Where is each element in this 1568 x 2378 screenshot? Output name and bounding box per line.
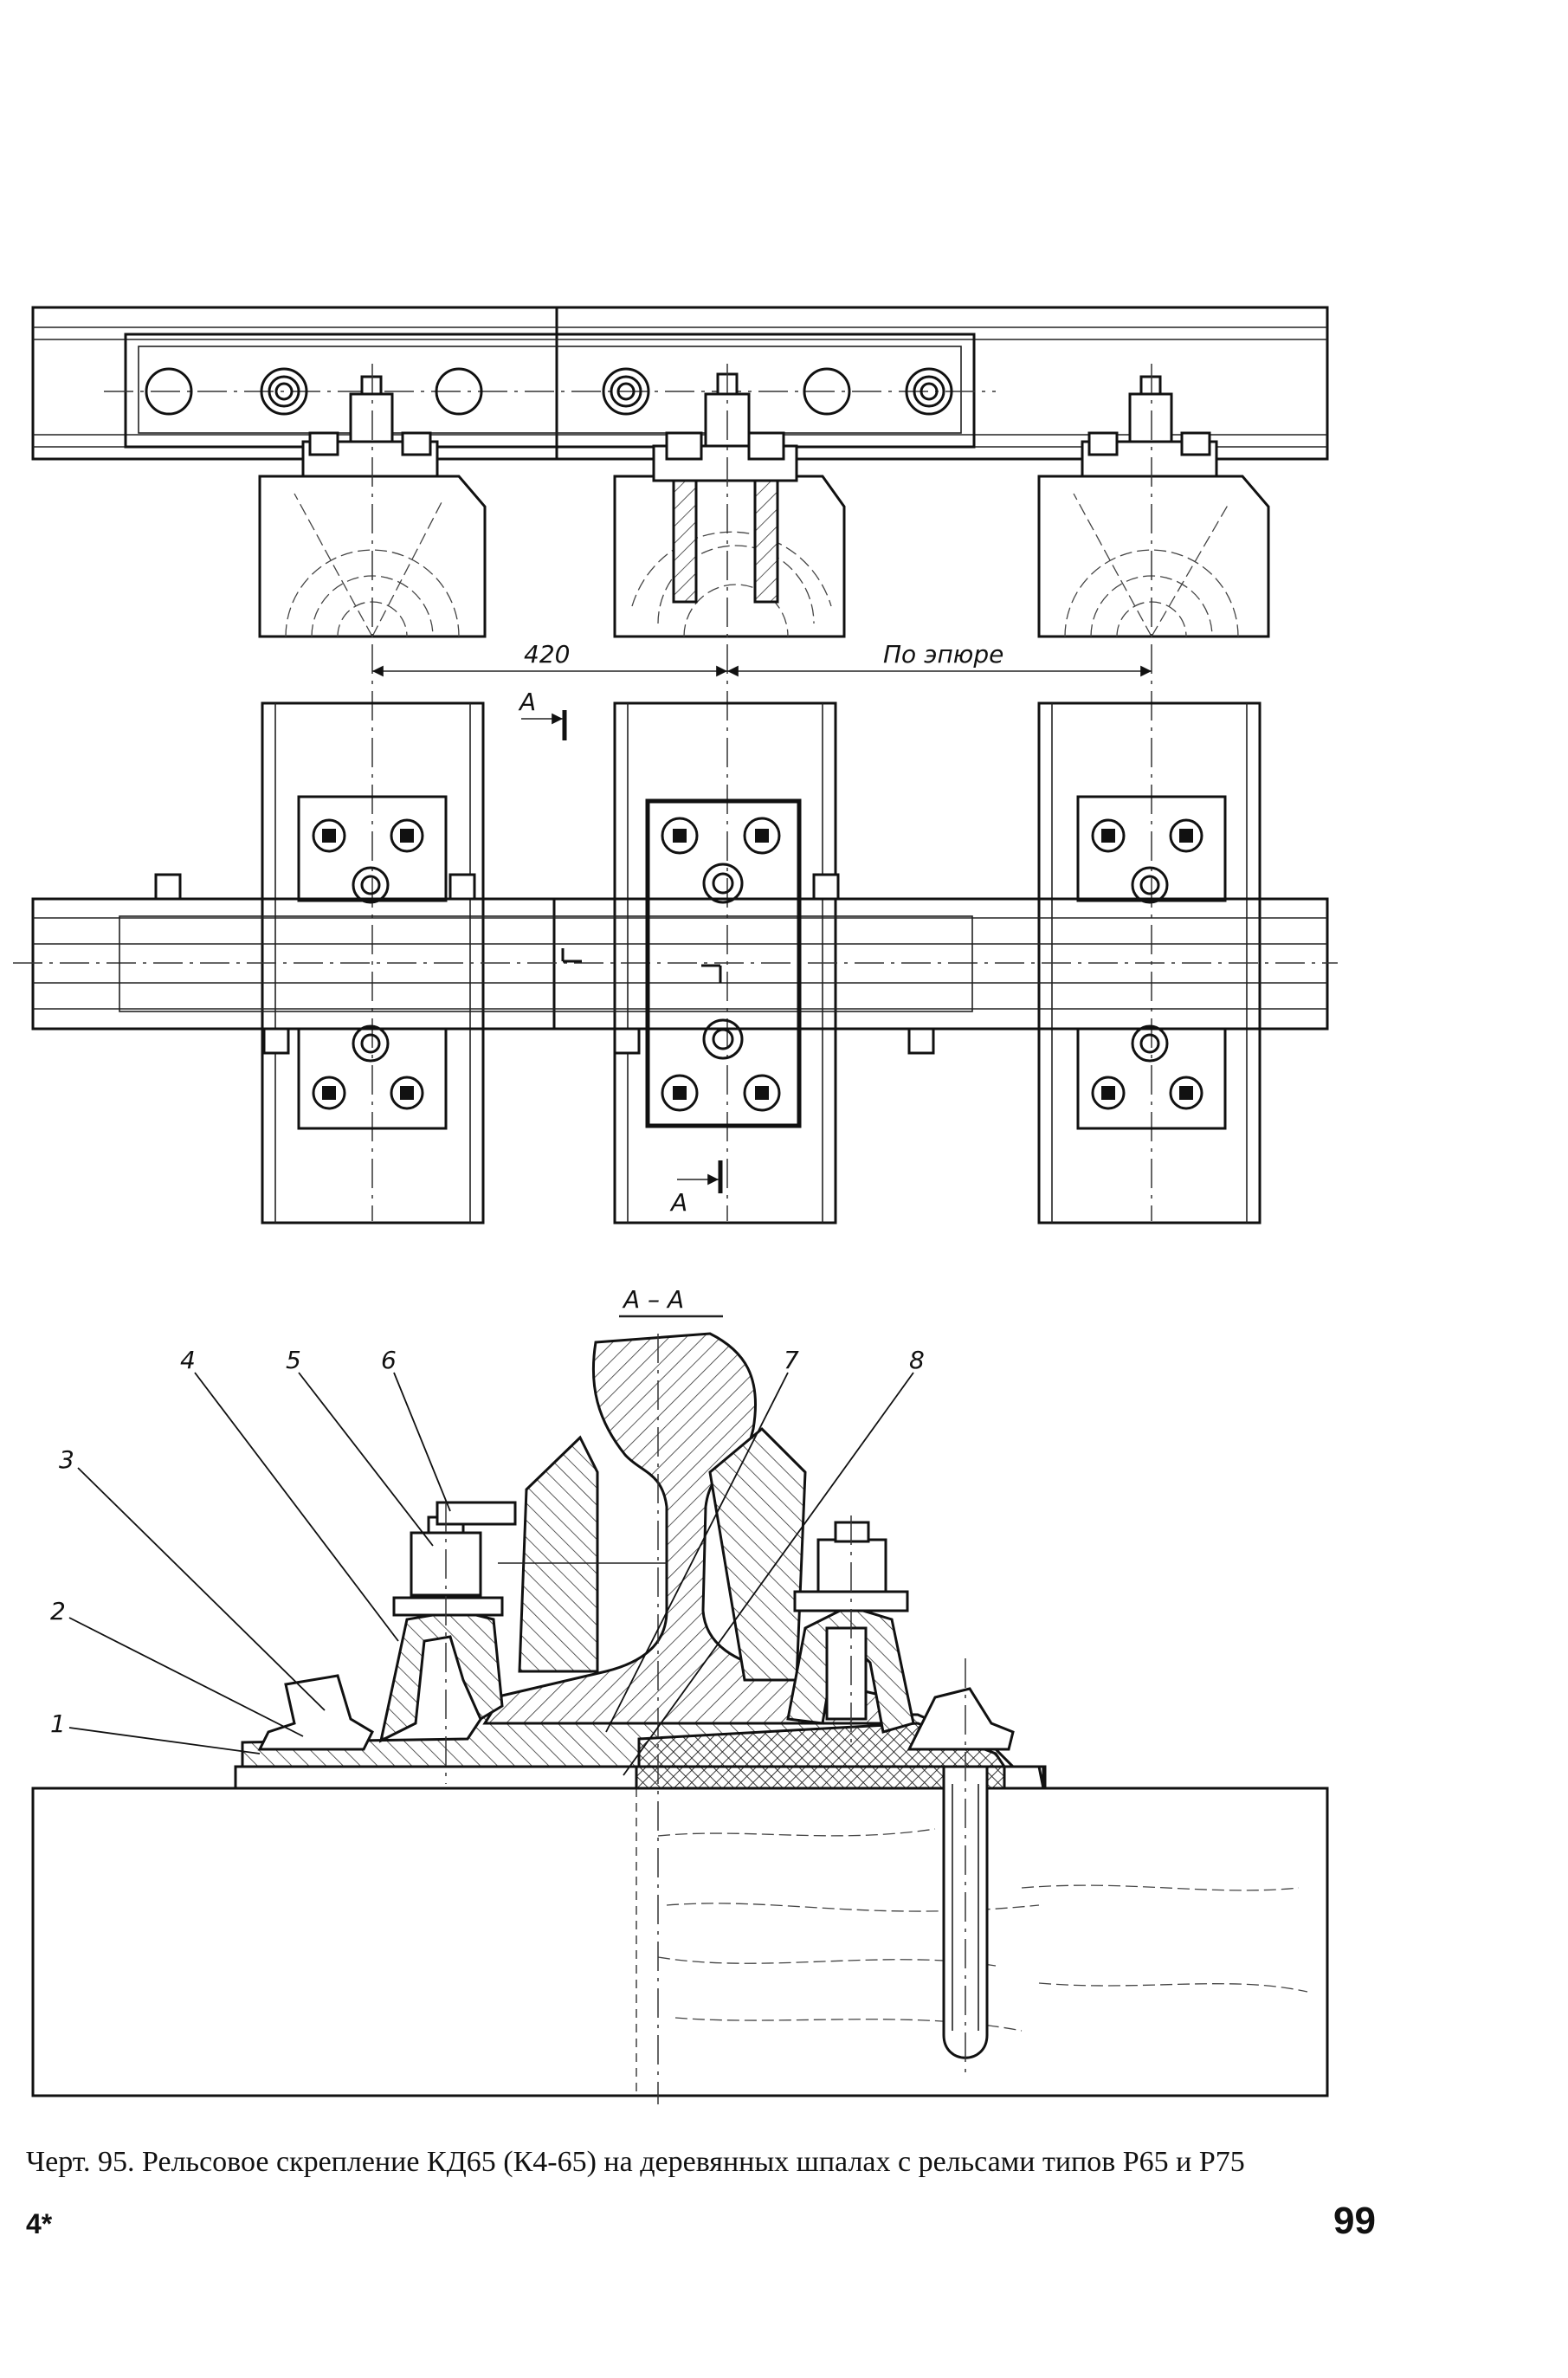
joint-bolts-plan	[154, 873, 935, 1055]
plan-view: А А	[13, 688, 1338, 1225]
sleeper-section	[31, 1787, 1329, 2097]
part-number-8: 8	[909, 1346, 925, 1374]
part-number-4: 4	[180, 1346, 196, 1374]
section-title: А – А	[622, 1285, 684, 1314]
part-number-2: 2	[50, 1597, 66, 1625]
sleeper-right-side	[1037, 364, 1270, 1221]
dimension-left-label: 420	[524, 640, 570, 669]
side-elevation: 420 По эпюре	[31, 306, 1329, 1221]
sleeper-middle-side	[613, 364, 846, 1221]
figure-caption: Черт. 95. Рельсовое скрепление КД65 (К4-…	[26, 2146, 1245, 2178]
fastening-plates-plan	[297, 795, 1227, 1130]
sleeper-left-side	[258, 364, 487, 1221]
part-number-7: 7	[784, 1346, 799, 1374]
part-number-callouts: 1 2 3 4 5 6 7 8	[50, 1346, 925, 1776]
part-number-6: 6	[381, 1346, 397, 1374]
left-clamp-assembly	[257, 1501, 667, 1784]
part-number-5: 5	[286, 1346, 301, 1374]
joint-bolt-holes	[145, 367, 953, 416]
section-mark-top: А	[518, 688, 567, 740]
page-number: 99	[1333, 2200, 1376, 2242]
dimension-line: 420 По эпюре	[372, 640, 1152, 677]
section-a-a: А – А	[31, 1285, 1329, 2104]
section-mark-letter-bottom: А	[669, 1188, 687, 1217]
section-mark-letter-top: А	[518, 688, 536, 716]
part-number-3: 3	[59, 1445, 74, 1474]
signature-mark: 4*	[26, 2208, 53, 2239]
right-clamp-assembly	[786, 1515, 1015, 2078]
rail-section	[482, 1332, 903, 2104]
rail-plan	[13, 897, 1338, 1031]
section-mark-bottom: А	[669, 1160, 723, 1217]
joint-bar	[104, 333, 996, 449]
part-number-1: 1	[50, 1709, 66, 1738]
dimension-right-label: По эпюре	[883, 640, 1003, 669]
base-plate-section	[234, 1711, 1047, 1790]
